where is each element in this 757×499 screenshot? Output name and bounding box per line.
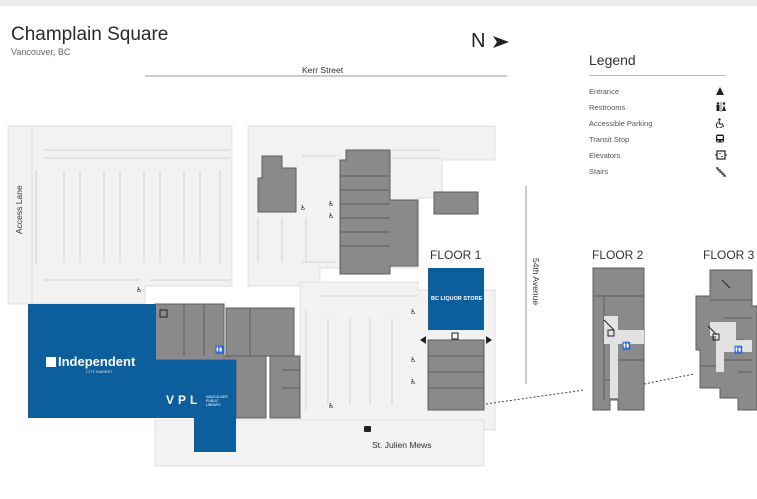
building-south-east bbox=[225, 307, 295, 357]
building-east-small bbox=[433, 191, 479, 215]
legend-item-label: Transit Stop bbox=[589, 135, 630, 144]
restroom-icon bbox=[716, 102, 726, 112]
street-label-access-lane: Access Lane bbox=[14, 185, 24, 234]
north-label: N bbox=[471, 30, 486, 52]
street-label-st-julien: St. Julien Mews bbox=[372, 440, 432, 450]
south-road bbox=[154, 419, 485, 467]
elevator-icon bbox=[715, 150, 727, 160]
legend-item-label: Accessible Parking bbox=[589, 119, 653, 128]
legend-title: Legend bbox=[589, 52, 636, 68]
accessible-parking-icon: ♿ bbox=[328, 402, 334, 410]
accessible-parking-icon: ♿ bbox=[300, 204, 306, 212]
independent-logo-icon bbox=[46, 357, 56, 367]
accessible-parking-icon: ♿ bbox=[410, 308, 416, 316]
accessible-parking-icon: ♿ bbox=[328, 212, 334, 220]
anchor-stores bbox=[28, 268, 484, 452]
bc-liquor-store bbox=[428, 268, 484, 330]
parking-stalls bbox=[35, 149, 440, 410]
legend-item-transit-stop: Transit Stop bbox=[589, 134, 729, 148]
building-south-corner bbox=[269, 355, 301, 419]
entrance-icon bbox=[420, 336, 426, 344]
legend-item-elevators: Elevators bbox=[589, 150, 729, 164]
restroom-icon: 🚻 bbox=[622, 341, 631, 350]
store-name-independent: Independent bbox=[58, 354, 136, 369]
store-name-bc-liquor: BC LIQUOR STORE bbox=[431, 296, 483, 302]
restroom-icon: 🚻 bbox=[734, 345, 743, 354]
top-bar bbox=[0, 0, 757, 6]
elevator-icon bbox=[607, 329, 615, 337]
store-sub-independent: CITY MARKET bbox=[86, 369, 113, 374]
map-icons: ♿ ♿ ♿ ♿ ♿ ♿ ♿ ♿ 🚻 🚻 🚻 bbox=[136, 200, 743, 432]
accessible-parking-icon: ♿ bbox=[410, 356, 416, 364]
legend-item-restrooms: Restrooms bbox=[589, 102, 729, 116]
stairs-icon bbox=[721, 279, 731, 289]
floor-label-2: FLOOR 2 bbox=[592, 248, 644, 262]
entrance-markers bbox=[420, 336, 492, 344]
elevator-icon bbox=[451, 332, 459, 340]
entrance-icon bbox=[486, 336, 492, 344]
building-north-block bbox=[339, 149, 419, 275]
stairs-icon bbox=[716, 167, 726, 177]
legend-item-accessible-parking: Accessible Parking bbox=[589, 118, 729, 132]
accessible-parking-icon: ♿ bbox=[410, 378, 416, 386]
page-title: Champlain Square bbox=[11, 24, 169, 45]
vpl-store bbox=[156, 360, 236, 452]
legend-item-entrance: Entrance bbox=[589, 86, 729, 100]
transit-stop-icon bbox=[716, 134, 724, 143]
floor-label-1: FLOOR 1 bbox=[430, 248, 482, 262]
north-arrow-icon bbox=[493, 36, 509, 48]
legend-item-label: Restrooms bbox=[589, 103, 626, 112]
store-name-vpl: VPL bbox=[166, 393, 202, 407]
building-north-small bbox=[257, 155, 297, 213]
legend-item-label: Entrance bbox=[589, 87, 620, 96]
street-label-kerr: Kerr Street bbox=[302, 65, 344, 75]
stairs-icon bbox=[707, 325, 717, 335]
accessible-parking-icon: ♿ bbox=[328, 200, 334, 208]
transit-stop-icon bbox=[364, 426, 371, 432]
store-label-independent: Independent bbox=[46, 354, 135, 369]
page-subtitle: Vancouver, BC bbox=[11, 47, 71, 57]
legend-item-stairs: Stairs bbox=[589, 166, 729, 180]
accessible-parking-icon bbox=[715, 118, 725, 128]
stairs-icon bbox=[603, 319, 615, 331]
floor-label-3: FLOOR 3 bbox=[703, 248, 755, 262]
entrance-icon bbox=[716, 87, 724, 95]
floor-connectors bbox=[485, 373, 695, 405]
legend-item-label: Stairs bbox=[589, 167, 609, 176]
restroom-icon: 🚻 bbox=[215, 345, 224, 354]
elevator-icon bbox=[159, 309, 168, 318]
accessible-parking-icon: ♿ bbox=[136, 286, 142, 294]
building-floor1-lower bbox=[427, 339, 485, 411]
legend-divider bbox=[589, 75, 726, 76]
store-sub-vpl: VANCOUVER PUBLIC LIBRARY bbox=[206, 395, 228, 407]
street-label-54th-avenue: 54th Avenue bbox=[531, 258, 541, 306]
legend-item-label: Elevators bbox=[589, 151, 621, 160]
